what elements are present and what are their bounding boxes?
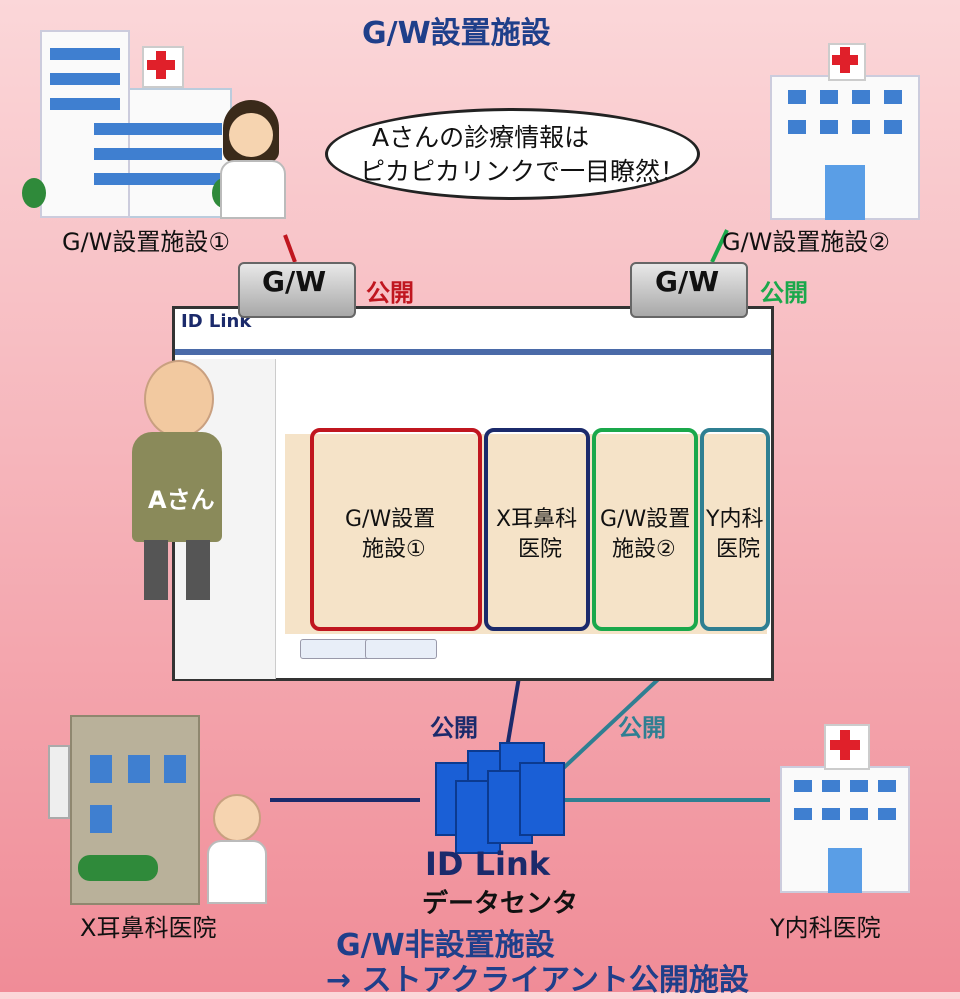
column-gw1-line2: 施設① xyxy=(362,537,426,562)
gateway-server-icon xyxy=(630,262,748,318)
column-y xyxy=(700,428,770,631)
bottom-title-1: G/W非設置施設 xyxy=(336,928,555,963)
gateway-label-1: G/W xyxy=(262,265,327,298)
label-gw2: G/W設置施設② xyxy=(722,228,890,256)
speech-bubble xyxy=(325,108,700,200)
publish-label-navy: 公開 xyxy=(430,714,478,742)
column-x-line1: X耳鼻科 xyxy=(496,507,578,532)
link-gw2 xyxy=(710,229,729,263)
publish-label-green: 公開 xyxy=(760,279,808,307)
clinic-icon xyxy=(48,715,258,905)
publish-label-teal: 公開 xyxy=(618,714,666,742)
patient-icon xyxy=(122,360,232,605)
publish-label-red: 公開 xyxy=(366,279,414,307)
bubble-line-2: ピカピカリンクで一目瞭然！ xyxy=(360,157,686,186)
patient-label: Aさん xyxy=(148,486,215,514)
column-x xyxy=(484,428,590,631)
gateway-server-icon xyxy=(238,262,356,318)
column-gw1-line1: G/W設置 xyxy=(345,507,436,532)
top-title: G/W設置施設 xyxy=(362,16,551,51)
column-gw2 xyxy=(592,428,698,631)
hospital-icon xyxy=(770,35,920,220)
label-y: Y内科医院 xyxy=(770,914,881,942)
column-x-line2: 医院 xyxy=(518,537,563,562)
column-gw1 xyxy=(310,428,482,631)
datacenter-label: データセンタ xyxy=(422,889,579,919)
label-x: X耳鼻科医院 xyxy=(80,914,217,942)
hospital-icon xyxy=(780,718,910,893)
doctor-icon xyxy=(205,790,267,904)
idlink-screenshot: ID Link xyxy=(172,306,774,681)
doctor-icon xyxy=(215,95,286,219)
bubble-line-1: Aさんの診療情報は xyxy=(372,123,590,152)
link-gw1 xyxy=(283,234,297,263)
column-gw2-line1: G/W設置 xyxy=(600,507,691,532)
gateway-label-2: G/W xyxy=(655,265,720,298)
hospital-icon xyxy=(22,18,272,218)
column-gw2-line2: 施設② xyxy=(612,537,676,562)
panel-logo: ID Link xyxy=(181,311,252,332)
column-y-line2: 医院 xyxy=(716,537,761,562)
datacenter-logo: ID Link xyxy=(425,845,551,883)
column-y-line1: Y内科 xyxy=(706,507,764,532)
label-gw1: G/W設置施設① xyxy=(62,228,230,256)
datacenter-server-icon xyxy=(415,742,565,854)
